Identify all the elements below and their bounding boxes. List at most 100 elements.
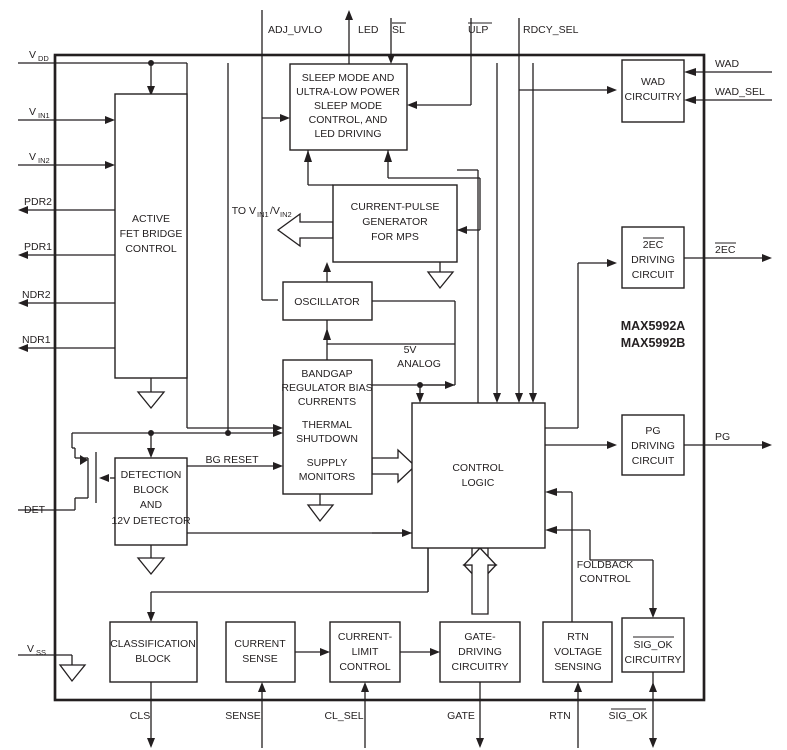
block-classification[interactable]: CLASSIFICATION BLOCK [109,621,198,683]
pin-label-wad: WAD [715,58,740,70]
pin-label-sl: SL [392,24,405,36]
block-current-limit-control[interactable]: CURRENT- LIMIT CONTROL [329,621,401,683]
annotation-analog: ANALOG [397,358,441,370]
block-label-line: BLOCK [135,653,171,665]
pin-label-vin2: V [29,151,36,163]
annotations: TO V IN1 /V IN2 BG RESET 5V ANALOG FOLDB… [205,205,633,585]
left-pin-labels: V DD V IN1 V IN2 PDR2 PDR1 NDR2 NDR1 DET… [22,49,52,657]
block-label-line: OSCILLATOR [294,296,360,308]
block-label-line: AND [140,499,163,511]
block-label-line: CIRCUIT [632,269,675,281]
block-label-line: CONTROL, AND [309,114,388,126]
block-pg-driving-circuit[interactable]: PG DRIVING CIRCUIT [621,414,685,476]
pin-label-gate: GATE [447,710,475,722]
block-label-line: PG [645,425,660,437]
annotation-control: CONTROL [579,573,630,585]
block-label-line: DRIVING [631,254,675,266]
pin-sub-vdd: DD [38,54,49,63]
block-label-line: DRIVING [458,646,502,658]
pin-label-sense: SENSE [225,710,261,722]
block-detection[interactable]: DETECTION BLOCK AND 12V DETECTOR [111,457,191,546]
block-label-line: CIRCUITRY [625,91,682,103]
block-active-fet-bridge-control[interactable]: ACTIVE FET BRIDGE CONTROL [114,93,188,379]
pin-label-vdd: V [29,49,36,61]
top-pin-labels: ADJ_UVLO LED SL ULP RDCY_SEL [268,22,579,36]
block-label-line: ACTIVE [132,213,170,225]
block-label-line: SIG_OK [633,639,672,651]
annotation-to-vin-mid: /V [270,205,280,217]
pin-label-pg: PG [715,431,730,443]
block-label-line: CIRCUITRY [452,661,509,673]
block-bandgap[interactable]: BANDGAP REGULATOR BIAS CURRENTS THERMAL … [281,359,373,495]
block-label-line: BLOCK [133,484,169,496]
annotation-bg-reset: BG RESET [205,454,259,466]
block-label-line: LED DRIVING [314,128,381,140]
block-label-line: GATE- [464,631,496,643]
pin-label-adj-uvlo: ADJ_UVLO [268,24,322,36]
block-label-line: GENERATOR [362,216,428,228]
block-current-sense[interactable]: CURRENT SENSE [225,621,296,683]
block-label-line: LIMIT [352,646,379,658]
annotation-to-vin: TO V [232,205,256,217]
block-label-line: LOGIC [462,477,495,489]
block-label-line: CURRENT-PULSE [351,201,440,213]
block-current-pulse-generator[interactable]: CURRENT-PULSE GENERATOR FOR MPS [332,184,458,263]
annotation-5v: 5V [404,344,417,356]
block-label-line: DRIVING [631,440,675,452]
block-label-line: FOR MPS [371,231,419,243]
pin-sub-vss: SS [36,648,46,657]
block-gate-driving-circuitry[interactable]: GATE- DRIVING CIRCUITRY [439,621,521,683]
pin-label-det: DET [24,504,46,516]
block-label-line: ULTRA-LOW POWER [296,86,400,98]
block-label-line: CONTROL [125,243,176,255]
pin-label-ndr1: NDR1 [22,334,51,346]
block-rtn-voltage-sensing[interactable]: RTN VOLTAGE SENSING [542,621,613,683]
pin-label-vin1: V [29,106,36,118]
block-wad-circuitry[interactable]: WAD CIRCUITRY [621,59,685,123]
part-number-label: MAX5992A MAX5992B [621,319,686,350]
block-label-line: CIRCUITRY [625,654,682,666]
block-label-line: FET BRIDGE [120,228,183,240]
block-label-line: CIRCUIT [632,455,675,467]
block-sleep-mode[interactable]: SLEEP MODE AND ULTRA-LOW POWER SLEEP MOD… [289,63,408,151]
block-label-line: THERMAL [302,419,352,431]
block-label-line: SHUTDOWN [296,433,358,445]
annotation-to-vin-sub2: IN2 [280,210,292,219]
right-pin-labels: WAD WAD_SEL 2EC PG [715,58,765,443]
block-label-line: SLEEP MODE [314,100,382,112]
pin-label-vss: V [27,643,34,655]
block-label-line: CONTROL [339,661,390,673]
block-label-line: CONTROL [452,462,503,474]
block-sig-ok-circuitry[interactable]: SIG_OK CIRCUITRY [621,617,685,673]
block-2ec-driving-circuit[interactable]: 2EC DRIVING CIRCUIT [621,226,685,289]
part-number-line: MAX5992A [621,319,686,333]
block-label-line: RTN [567,631,588,643]
block-label-line: CLASSIFICATION [110,638,196,650]
pin-label-rdcy-sel: RDCY_SEL [523,24,579,36]
block-label-line: SENSE [242,653,278,665]
pin-label-cl-sel: CL_SEL [324,710,363,722]
block-label-line: MONITORS [299,471,355,483]
pin-label-ulp: ULP [468,24,488,36]
pin-label-cls: CLS [130,710,150,722]
block-label-line: CURRENT- [338,631,393,643]
block-control-logic[interactable]: CONTROL LOGIC [411,402,546,549]
pin-label-pdr2: PDR2 [24,196,52,208]
block-label-line: BANDGAP [301,368,352,380]
block-label-line: 2EC [643,239,664,251]
block-oscillator[interactable]: OSCILLATOR [282,281,373,321]
part-number-line: MAX5992B [621,336,686,350]
pin-sub-vin2: IN2 [38,156,50,165]
block-label-line: DETECTION [121,469,182,481]
pin-label-wad-sel: WAD_SEL [715,86,765,98]
pin-label-led: LED [358,24,379,36]
block-label-line: 12V DETECTOR [111,515,191,527]
pin-label-pdr1: PDR1 [24,241,52,253]
annotation-foldback: FOLDBACK [577,559,634,571]
bottom-pin-labels: CLS SENSE CL_SEL GATE RTN SIG_OK [130,708,648,722]
pin-label-sig-ok: SIG_OK [608,710,647,722]
block-label-line: SLEEP MODE AND [302,72,395,84]
pin-sub-vin1: IN1 [38,111,50,120]
